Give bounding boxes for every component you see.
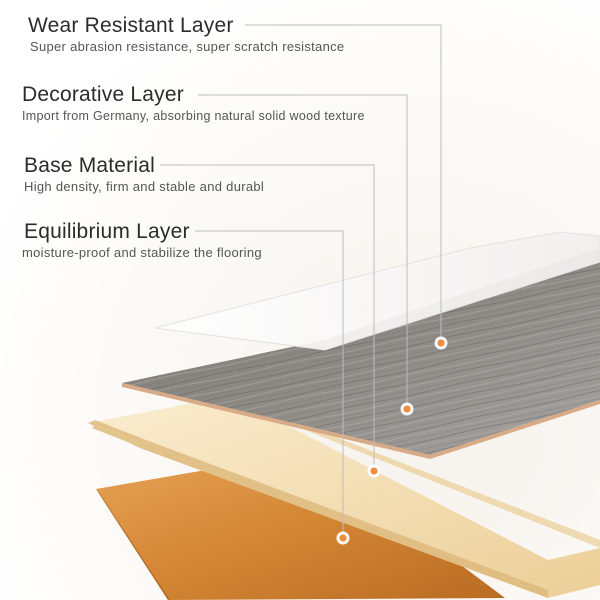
- decorative-layer-description: Import from Germany, absorbing natural s…: [22, 109, 365, 123]
- callout-lines: [160, 24, 442, 538]
- callout-line-wear: [245, 24, 442, 343]
- wear-resistant-layer-title: Wear Resistant Layer: [28, 14, 234, 37]
- wear-resistant-layer-label: Wear Resistant Layer Super abrasion resi…: [28, 14, 344, 55]
- equilibrium-layer: [96, 452, 505, 600]
- callout-dot-deco: [400, 402, 414, 416]
- callout-line-deco: [198, 94, 408, 409]
- base-material-label: Base Material High density, firm and sta…: [24, 154, 264, 195]
- callout-dot-equi: [336, 531, 350, 545]
- equilibrium-layer-description: moisture-proof and stabilize the floorin…: [22, 245, 262, 260]
- base-material-description: High density, firm and stable and durabl: [24, 179, 265, 194]
- equilibrium-layer-label: Equilibrium Layer moisture-proof and sta…: [22, 220, 262, 261]
- base-material-layer: [88, 396, 600, 598]
- callout-dots: [336, 336, 448, 545]
- decorative-layer-title: Decorative Layer: [22, 83, 184, 106]
- wear-resistant-layer-description: Super abrasion resistance, super scratch…: [30, 39, 345, 54]
- callout-line-equi: [195, 230, 344, 538]
- wear-resistant-layer: [154, 231, 600, 351]
- decorative-layer-label: Decorative Layer Import from Germany, ab…: [22, 83, 365, 124]
- base-material-title: Base Material: [24, 154, 155, 177]
- callout-dot-base: [367, 464, 381, 478]
- callout-dot-wear: [434, 336, 448, 350]
- equilibrium-layer-title: Equilibrium Layer: [24, 220, 190, 243]
- callout-line-base: [160, 164, 375, 471]
